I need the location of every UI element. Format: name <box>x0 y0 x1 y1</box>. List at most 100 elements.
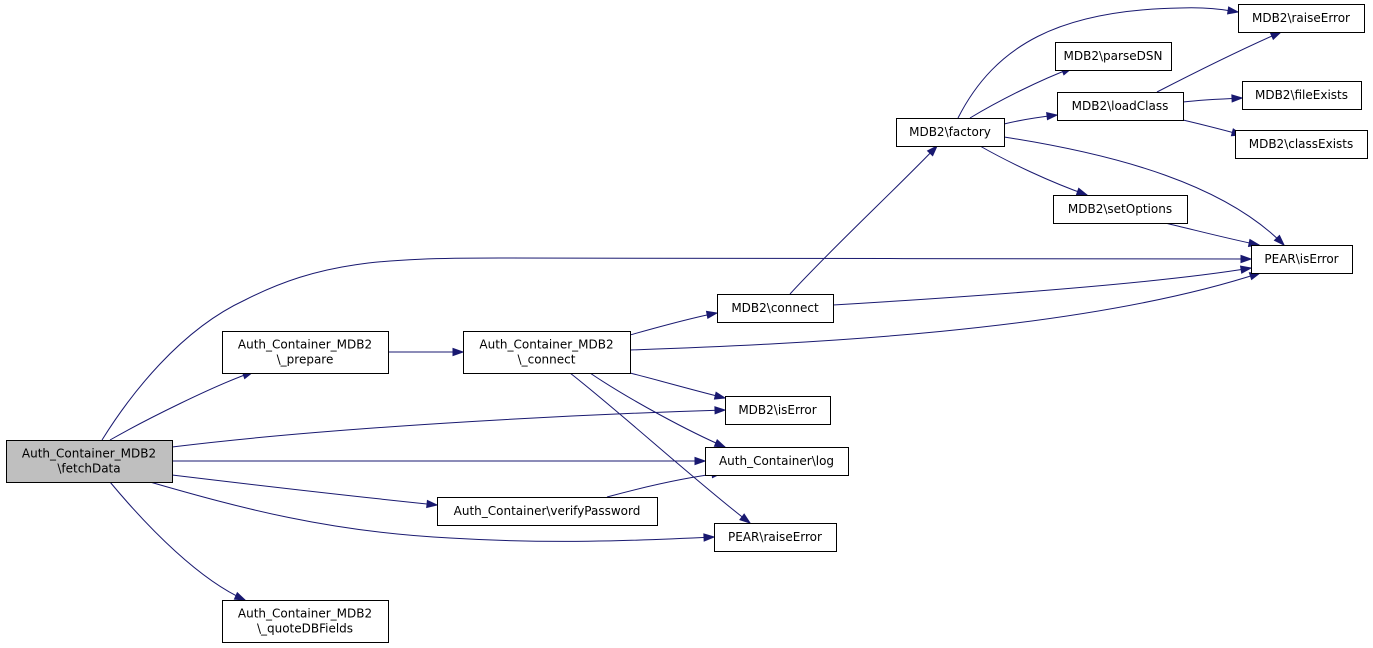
edge-line <box>109 371 254 441</box>
node-mdb2_setOptions[interactable]: MDB2\setOptions <box>1053 195 1188 224</box>
arrowhead <box>713 391 727 400</box>
node-box <box>714 523 837 552</box>
edge-mdb2_loadClass-to-mdb2_fileExists <box>1182 94 1244 103</box>
edge-connect_ac-to-pear_isError <box>629 272 1262 351</box>
edge-connect_ac-to-mdb2_isError <box>629 372 727 400</box>
node-label: \_prepare <box>277 353 334 367</box>
node-ac_verifyPassword[interactable]: Auth_Container\verifyPassword <box>437 497 658 526</box>
arrowhead <box>1046 112 1059 121</box>
node-pear_raiseError[interactable]: PEAR\raiseError <box>714 523 837 552</box>
edge-mdb2_factory-to-pear_isError <box>1003 136 1286 247</box>
node-label: PEAR\raiseError <box>728 530 822 544</box>
arrowhead <box>926 144 939 157</box>
node-ac_log[interactable]: Auth_Container\log <box>705 447 849 476</box>
node-box <box>463 331 631 374</box>
arrowhead <box>705 310 719 320</box>
edge-fetchData-to-pear_raiseError <box>149 481 716 542</box>
arrowhead <box>1239 265 1253 274</box>
node-label: MDB2\connect <box>731 301 819 315</box>
edge-fetchData-to-quoteDBFields <box>109 481 247 601</box>
edge-line <box>969 67 1073 119</box>
node-box <box>6 440 173 483</box>
node-box <box>705 447 849 476</box>
node-label: \_quoteDBFields <box>257 622 353 636</box>
node-box <box>1251 245 1353 274</box>
edge-mdb2_setOptions-to-pear_isError <box>1164 222 1261 248</box>
node-connect_ac[interactable]: Auth_Container_MDB2\_connect <box>463 331 631 374</box>
edge-line <box>101 257 1252 441</box>
node-box <box>896 118 1005 147</box>
edge-line <box>629 312 718 336</box>
node-box <box>222 331 389 374</box>
node-label: Auth_Container\log <box>719 454 834 468</box>
node-mdb2_isError[interactable]: MDB2\isError <box>725 396 831 425</box>
arrowhead <box>233 591 247 601</box>
node-label: Auth_Container_MDB2 <box>22 447 156 461</box>
edge-fetchData-to-ac_log <box>172 456 707 466</box>
node-box <box>1057 92 1184 121</box>
edge-line <box>1156 31 1282 93</box>
node-label: MDB2\factory <box>909 125 991 139</box>
edge-mdb2_loadClass-to-mdb2_classExists <box>1182 119 1244 137</box>
edge-mdb2_connect-to-mdb2_factory <box>789 144 939 295</box>
arrowhead <box>452 347 465 357</box>
edge-prepare-to-connect_ac <box>387 347 465 357</box>
edge-line <box>589 372 726 448</box>
arrowhead <box>1226 6 1240 15</box>
arrowhead <box>713 438 727 448</box>
arrowhead <box>714 406 727 415</box>
edge-mdb2_connect-to-pear_isError <box>832 265 1253 306</box>
node-mdb2_connect[interactable]: MDB2\connect <box>717 294 834 323</box>
arrowhead <box>426 499 439 509</box>
node-mdb2_raiseError[interactable]: MDB2\raiseError <box>1238 4 1365 33</box>
edge-fetchData-to-mdb2_isError <box>171 406 727 448</box>
node-prepare[interactable]: Auth_Container_MDB2\_prepare <box>222 331 389 374</box>
edge-mdb2_factory-to-mdb2_setOptions <box>979 145 1089 196</box>
edge-line <box>979 145 1088 196</box>
edge-line <box>171 474 438 506</box>
arrowhead <box>1269 31 1283 41</box>
edge-mdb2_factory-to-mdb2_raiseError <box>957 6 1240 119</box>
node-label: \_connect <box>518 353 576 367</box>
node-box <box>725 396 831 425</box>
arrowhead <box>1273 234 1286 247</box>
node-label: MDB2\loadClass <box>1072 99 1169 113</box>
node-label: MDB2\raiseError <box>1252 11 1350 25</box>
edge-fetchData-to-pear_isError <box>101 254 1253 441</box>
node-box <box>1235 130 1368 159</box>
arrowhead <box>739 513 752 524</box>
node-label: \fetchData <box>57 462 120 476</box>
arrowhead <box>1240 254 1253 264</box>
edge-line <box>1164 222 1260 246</box>
nodes-layer: Auth_Container_MDB2\fetchDataAuth_Contai… <box>6 4 1368 643</box>
node-mdb2_loadClass[interactable]: MDB2\loadClass <box>1057 92 1184 121</box>
edge-line <box>629 272 1261 351</box>
edge-line <box>1003 136 1285 246</box>
node-mdb2_parseDSN[interactable]: MDB2\parseDSN <box>1055 42 1172 71</box>
node-label: Auth_Container\verifyPassword <box>454 504 641 518</box>
node-box <box>1238 4 1365 33</box>
node-box <box>437 497 658 526</box>
node-box <box>1242 81 1362 110</box>
node-label: MDB2\classExists <box>1249 137 1354 151</box>
node-pear_isError[interactable]: PEAR\isError <box>1251 245 1353 274</box>
arrowhead <box>694 456 707 466</box>
edge-mdb2_loadClass-to-mdb2_raiseError <box>1156 31 1283 93</box>
node-mdb2_fileExists[interactable]: MDB2\fileExists <box>1242 81 1362 110</box>
edge-connect_ac-to-mdb2_connect <box>629 310 719 336</box>
node-label: MDB2\parseDSN <box>1064 49 1163 63</box>
edge-mdb2_factory-to-mdb2_parseDSN <box>969 67 1074 119</box>
node-label: MDB2\isError <box>738 403 816 417</box>
edge-ac_verifyPassword-to-ac_log <box>606 470 724 498</box>
edge-line <box>629 372 726 399</box>
node-mdb2_factory[interactable]: MDB2\factory <box>896 118 1005 147</box>
node-quoteDBFields[interactable]: Auth_Container_MDB2\_quoteDBFields <box>222 600 389 643</box>
node-mdb2_classExists[interactable]: MDB2\classExists <box>1235 130 1368 159</box>
edge-mdb2_factory-to-mdb2_loadClass <box>1003 112 1059 125</box>
arrowhead <box>1231 94 1244 103</box>
node-fetchData[interactable]: Auth_Container_MDB2\fetchData <box>6 440 173 483</box>
edge-connect_ac-to-ac_log <box>589 372 727 448</box>
node-box <box>1055 42 1172 71</box>
edge-line <box>109 481 246 601</box>
